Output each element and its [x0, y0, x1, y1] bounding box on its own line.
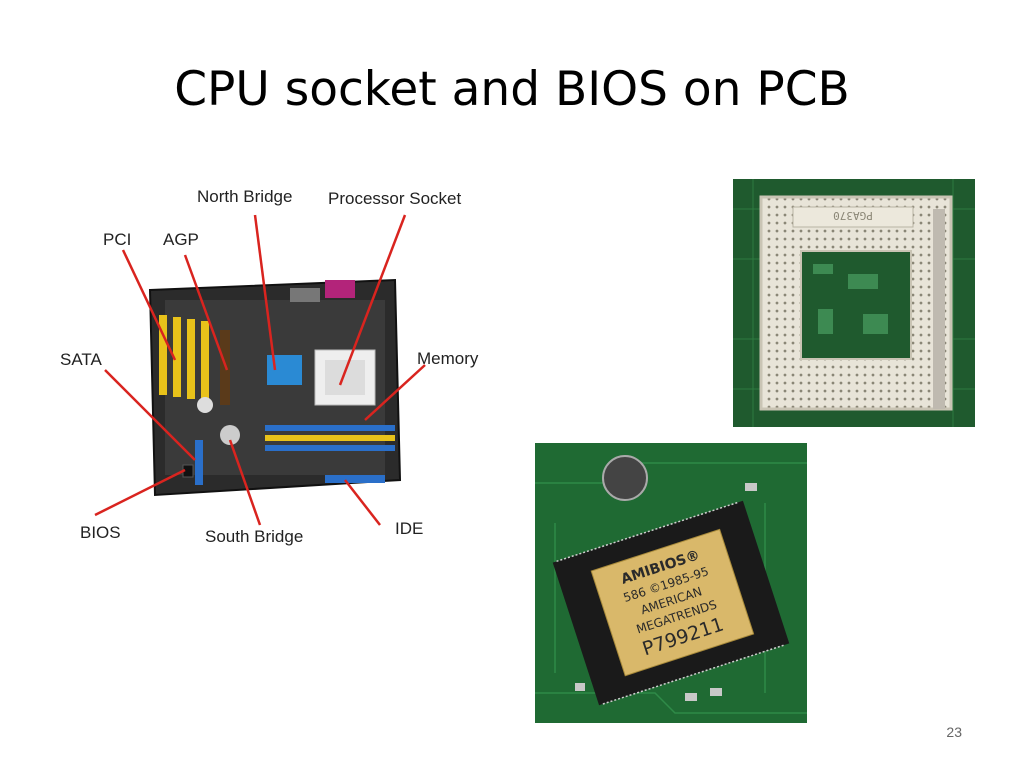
- south-bridge-chip: [220, 425, 240, 445]
- cpu-socket-photo: PGA370: [733, 179, 975, 427]
- label-bios: BIOS: [80, 523, 121, 542]
- sata-connector: [195, 440, 203, 485]
- pci-slot-4: [201, 321, 209, 401]
- memory-slot-3: [265, 445, 395, 451]
- bios-chip-photo: AMIBIOS® 586 ©1985-95 AMERICAN MEGATREND…: [535, 443, 807, 723]
- memory-slot-2: [265, 435, 395, 441]
- label-pci: PCI: [103, 230, 132, 249]
- pci-slot-2: [173, 317, 181, 397]
- label-processor-socket: Processor Socket: [328, 189, 462, 208]
- label-sata: SATA: [60, 350, 102, 369]
- label-ide: IDE: [395, 519, 424, 538]
- motherboard-diagram: North Bridge Processor Socket PCI AGP SA…: [55, 180, 495, 550]
- pointer-lines: [94, 214, 426, 526]
- memory-slot-1: [265, 425, 395, 431]
- label-agp: AGP: [163, 230, 199, 249]
- pci-slot-3: [187, 319, 195, 399]
- label-south-bridge: South Bridge: [205, 527, 304, 546]
- ide-connector: [325, 475, 385, 483]
- label-north-bridge: North Bridge: [197, 187, 293, 206]
- motherboard-illustration: [94, 214, 426, 526]
- north-bridge-chip: [267, 355, 302, 385]
- pci-slot-1: [159, 315, 167, 395]
- slide-title: CPU socket and BIOS on PCB: [174, 62, 850, 117]
- label-memory: Memory: [417, 349, 479, 368]
- page-number: 23: [946, 724, 962, 740]
- socket-marking: PGA370: [833, 209, 873, 222]
